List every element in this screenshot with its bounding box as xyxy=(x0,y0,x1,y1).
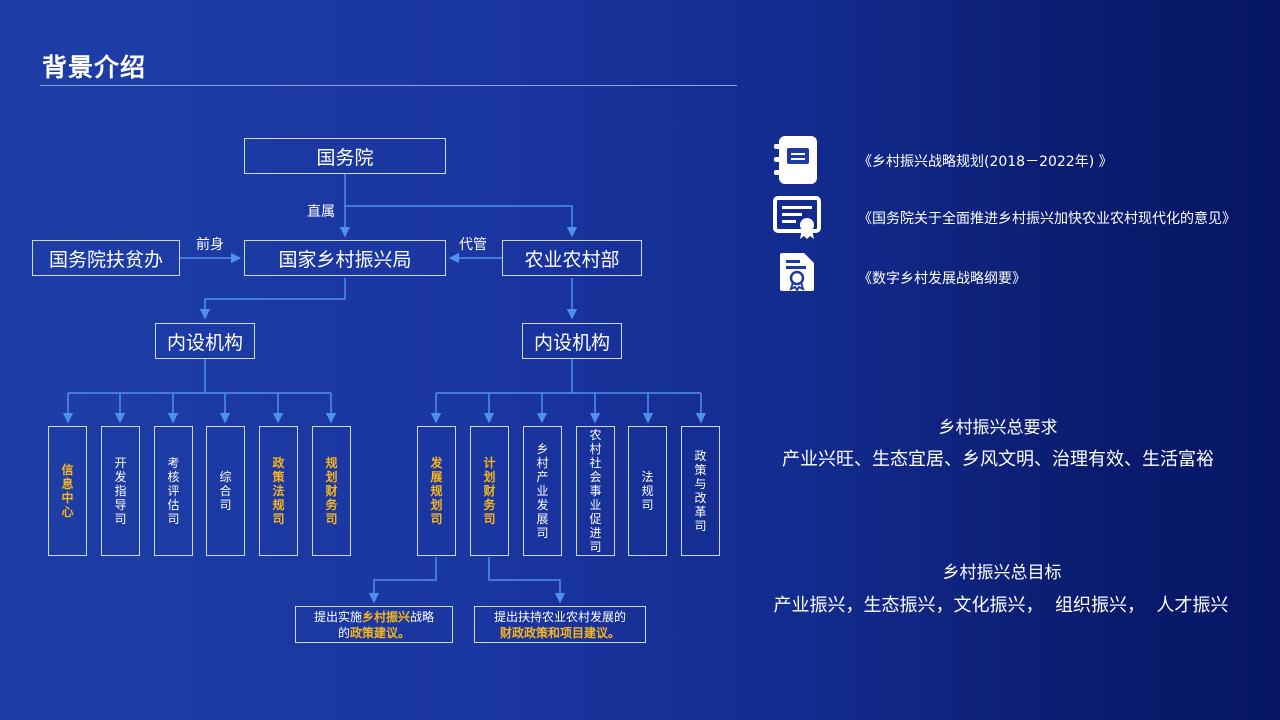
dept-label: 信息中心 xyxy=(61,463,74,519)
dept-box-regulations: 法规司 xyxy=(628,426,667,556)
certificate-icon xyxy=(773,196,821,239)
dept-box-rural-social: 农村社会事业 促进司 xyxy=(576,426,615,556)
dept-label: 规划财务司 xyxy=(325,456,338,526)
dept-box-assessment: 考核评估司 xyxy=(154,426,193,556)
dept-label: 开发指导司 xyxy=(114,456,127,526)
goals-body: 产业振兴，生态振兴，文化振兴， 组织振兴， 人才振兴 xyxy=(773,595,1229,616)
dept-box-development-guidance: 开发指导司 xyxy=(101,426,140,556)
note-finance-suggestion: 提出扶持农业农村发展的 财政政策和项目建议。 xyxy=(474,606,646,643)
dept-label: 农村社会事业 促进司 xyxy=(589,428,606,554)
direct-label: 直属 xyxy=(307,204,335,220)
dept-label: 考核评估司 xyxy=(167,456,180,526)
dept-box-policy-reform: 政策与改革司 xyxy=(681,426,720,556)
award-document-icon xyxy=(780,253,814,292)
dept-box-development-planning: 发展规划司 xyxy=(417,426,456,556)
goals-heading: 乡村振兴总目标 xyxy=(942,563,1062,583)
internal-org-left-box: 内设机构 xyxy=(155,323,255,359)
notebook-icon xyxy=(774,136,817,184)
dept-label: 法规司 xyxy=(641,470,654,512)
dept-label: 发展规划司 xyxy=(430,456,443,526)
dept-label: 综合司 xyxy=(219,470,232,512)
requirements-body: 产业兴旺、生态宜居、乡风文明、治理有效、生活富裕 xyxy=(782,449,1214,470)
dept-label: 计划财务司 xyxy=(483,456,496,526)
document-title: 《数字乡村发展战略纲要》 xyxy=(858,271,1026,287)
poverty-office-box: 国务院扶贫办 xyxy=(32,240,180,276)
note-policy-suggestion: 提出实施乡村振兴战略 的政策建议。 xyxy=(295,606,453,643)
acting-label: 代管 xyxy=(459,237,487,253)
dept-box-planning-finance: 规划财务司 xyxy=(312,426,351,556)
dept-box-plan-finance: 计划财务司 xyxy=(470,426,509,556)
document-title: 《国务院关于全面推进乡村振兴加快农业农村现代化的意见》 xyxy=(858,211,1236,227)
dept-box-rural-industry: 乡村产业发展司 xyxy=(523,426,562,556)
dept-label: 政策与改革司 xyxy=(694,449,707,533)
agri-ministry-box: 农业农村部 xyxy=(502,240,642,276)
requirements-heading: 乡村振兴总要求 xyxy=(938,418,1058,438)
rural-bureau-box: 国家乡村振兴局 xyxy=(244,240,446,276)
document-title: 《乡村振兴战略规划(2018－2022年) 》 xyxy=(858,154,1113,170)
dept-box-info-center: 信息中心 xyxy=(48,426,87,556)
state-council-box: 国务院 xyxy=(244,138,446,174)
dept-label: 乡村产业发展司 xyxy=(536,442,549,540)
internal-org-right-box: 内设机构 xyxy=(522,323,622,359)
dept-box-general: 综合司 xyxy=(206,426,245,556)
dept-label: 政策法规司 xyxy=(272,456,285,526)
page-title: 背景介绍 xyxy=(42,53,147,82)
former-label: 前身 xyxy=(196,237,224,253)
dept-box-policy-regulation: 政策法规司 xyxy=(259,426,298,556)
title-divider xyxy=(40,85,737,86)
